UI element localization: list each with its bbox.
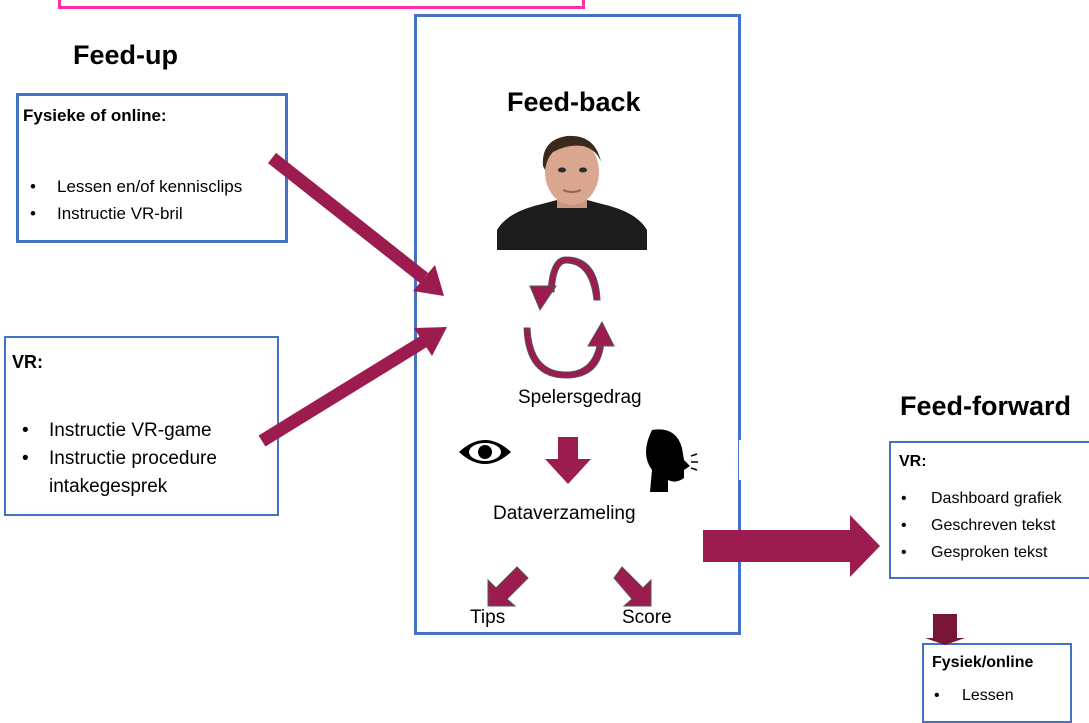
tips-label: Tips — [470, 607, 506, 628]
feed-forward-title: Feed-forward — [900, 391, 1072, 421]
box-list: Instructie VR-game Instructie procedure … — [22, 417, 217, 501]
cycle-arrows-icon — [523, 256, 615, 379]
feed-forward-physical-online-box: Fysiek/online Lessen — [922, 643, 1072, 723]
box-header: Fysieke of online: — [23, 106, 167, 125]
data-collection-label: Dataverzameling — [493, 503, 636, 524]
list-item: Instructie VR-bril — [30, 204, 242, 231]
box-list: Lessen — [934, 687, 1014, 705]
avatar — [497, 130, 647, 250]
box-list: Dashboard grafiek Geschreven tekst Gespr… — [901, 485, 1062, 566]
list-item: Lessen — [934, 687, 1014, 705]
border-gap — [739, 440, 743, 480]
sub-box-down-arrow — [925, 614, 965, 645]
feed-back-title: Feed-back — [507, 87, 641, 117]
arrow-feed-up-2 — [258, 327, 447, 447]
score-label: Score — [622, 607, 672, 628]
score-arrow-icon — [613, 566, 652, 607]
cycle-label: Spelersgedrag — [518, 387, 642, 408]
list-item-continuation: intakegesprek — [49, 476, 168, 497]
list-item: Instructie VR-game — [22, 417, 217, 445]
feed-forward-arrow — [703, 515, 880, 577]
feed-up-title: Feed-up — [73, 40, 178, 70]
box-list: Lessen en/of kennisclips Instructie VR-b… — [30, 177, 242, 231]
box-header: VR: — [899, 453, 927, 470]
arrow-feed-up-1 — [267, 152, 444, 296]
eye-icon — [459, 440, 511, 464]
box-header: VR: — [12, 352, 43, 372]
box-header: Fysiek/online — [932, 654, 1034, 671]
list-item: Gesproken tekst — [901, 539, 1062, 566]
top-accent-bar — [58, 0, 585, 9]
feed-forward-vr-box: VR: Dashboard grafiek Geschreven tekst G… — [889, 441, 1089, 579]
avatar-image — [497, 135, 647, 250]
tips-arrow-icon — [487, 566, 529, 607]
speaking-head-icon — [646, 429, 698, 492]
down-arrow-icon — [545, 437, 591, 484]
feed-back-box: Feed-back Spelersgedrag Dataverzameling … — [414, 14, 741, 635]
list-item: Dashboard grafiek — [901, 485, 1062, 512]
feed-up-physical-online-box: Fysieke of online: Lessen en/of kenniscl… — [16, 93, 288, 243]
list-item: Geschreven tekst — [901, 512, 1062, 539]
list-item: Lessen en/of kennisclips — [30, 177, 242, 204]
list-item: Instructie procedure — [22, 445, 217, 473]
